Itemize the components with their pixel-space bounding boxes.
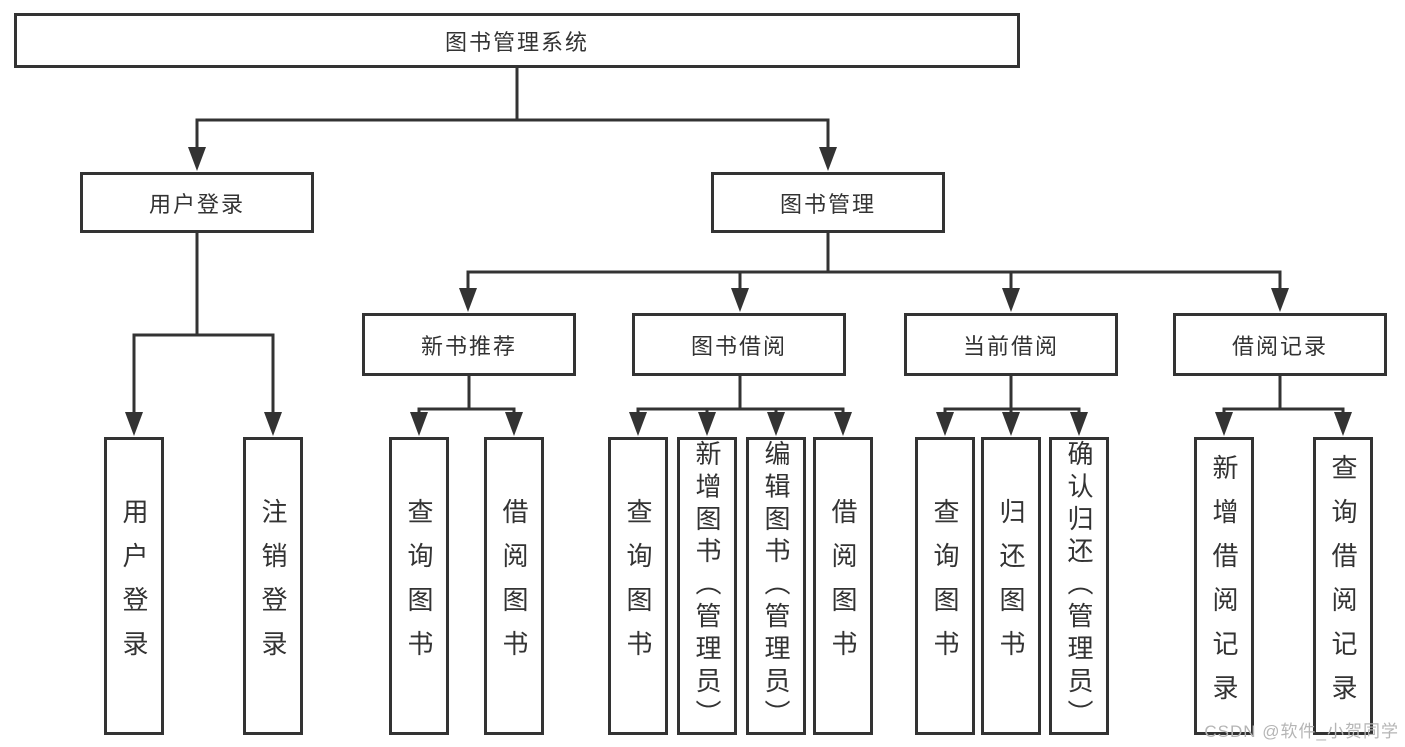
node-root-library-system: 图书管理系统 bbox=[14, 13, 1020, 68]
leaf-add-book-admin-label: 新增图书（管理员） bbox=[692, 440, 722, 732]
node-root-label: 图书管理系统 bbox=[444, 29, 589, 55]
leaf-add-book-admin: 新增图书（管理员） bbox=[677, 437, 737, 735]
leaf-query-books-recommend-label: 查询图书 bbox=[404, 498, 434, 674]
leaf-user-login-label: 用户登录 bbox=[119, 498, 149, 674]
node-book-borrow: 图书借阅 bbox=[632, 313, 846, 376]
node-borrow-records-label: 借阅记录 bbox=[1231, 333, 1328, 359]
leaf-edit-book-admin-label: 编辑图书（管理员） bbox=[761, 440, 791, 732]
leaf-borrow-books-recommend: 借阅图书 bbox=[484, 437, 544, 735]
csdn-watermark: CSDN @软件_小贺同学 bbox=[1204, 722, 1399, 741]
leaf-borrow-books-recommend-label: 借阅图书 bbox=[499, 498, 529, 674]
node-new-book-recommend: 新书推荐 bbox=[362, 313, 576, 376]
node-book-management: 图书管理 bbox=[711, 172, 945, 233]
leaf-return-books: 归还图书 bbox=[981, 437, 1041, 735]
leaf-query-borrow-record: 查询借阅记录 bbox=[1313, 437, 1373, 735]
leaf-logout: 注销登录 bbox=[243, 437, 303, 735]
leaf-query-books-borrow-label: 查询图书 bbox=[623, 498, 653, 674]
node-user-login-label: 用户登录 bbox=[148, 191, 245, 217]
node-current-borrow: 当前借阅 bbox=[904, 313, 1118, 376]
node-book-management-label: 图书管理 bbox=[779, 191, 876, 217]
leaf-user-login: 用户登录 bbox=[104, 437, 164, 735]
node-current-borrow-label: 当前借阅 bbox=[962, 333, 1059, 359]
leaf-confirm-return-admin-label: 确认归还（管理员） bbox=[1064, 440, 1094, 732]
leaf-query-borrow-record-label: 查询借阅记录 bbox=[1328, 454, 1358, 718]
node-borrow-records: 借阅记录 bbox=[1173, 313, 1387, 376]
node-book-borrow-label: 图书借阅 bbox=[690, 333, 787, 359]
leaf-query-books-current-label: 查询图书 bbox=[930, 498, 960, 674]
leaf-borrow-books-label: 借阅图书 bbox=[828, 498, 858, 674]
node-user-login: 用户登录 bbox=[80, 172, 314, 233]
leaf-logout-label: 注销登录 bbox=[258, 498, 288, 674]
leaf-add-borrow-record: 新增借阅记录 bbox=[1194, 437, 1254, 735]
leaf-edit-book-admin: 编辑图书（管理员） bbox=[746, 437, 806, 735]
node-new-book-recommend-label: 新书推荐 bbox=[420, 333, 517, 359]
leaf-add-borrow-record-label: 新增借阅记录 bbox=[1209, 454, 1239, 718]
leaf-query-books-borrow: 查询图书 bbox=[608, 437, 668, 735]
leaf-query-books-recommend: 查询图书 bbox=[389, 437, 449, 735]
leaf-query-books-current: 查询图书 bbox=[915, 437, 975, 735]
leaf-confirm-return-admin: 确认归还（管理员） bbox=[1049, 437, 1109, 735]
leaf-return-books-label: 归还图书 bbox=[996, 498, 1026, 674]
leaf-borrow-books: 借阅图书 bbox=[813, 437, 873, 735]
